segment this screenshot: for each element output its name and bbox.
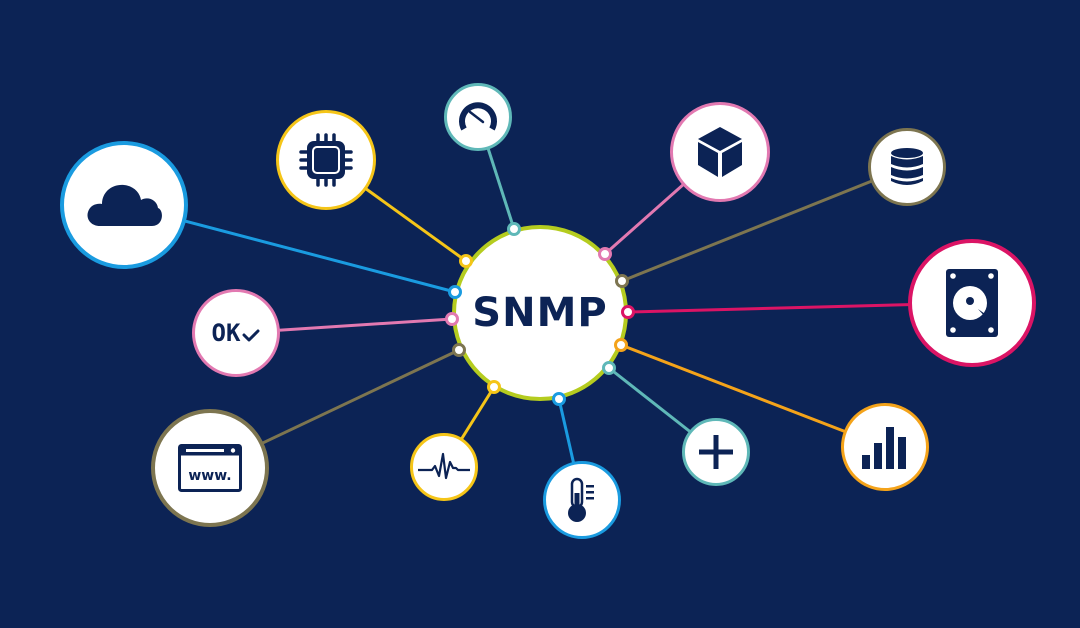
cloud-icon [87, 184, 162, 226]
browser-www-icon: www. [178, 444, 242, 492]
connector-barchart [620, 343, 886, 449]
ok-check-icon: OK [212, 319, 261, 347]
node-cloud [60, 141, 188, 269]
bar-chart-icon [862, 427, 906, 469]
node-ok: OK [192, 289, 280, 377]
node-database [868, 128, 946, 206]
node-cpu [276, 110, 376, 210]
speedometer-icon [459, 102, 497, 131]
node-thermometer [543, 461, 621, 539]
hub-label: SNMP [472, 290, 608, 336]
ok-text: OK [211, 319, 241, 347]
node-package [670, 102, 770, 202]
database-icon [891, 148, 923, 185]
node-barchart [841, 403, 929, 491]
connector-database [621, 165, 908, 283]
node-website: www. [151, 409, 269, 527]
plus-icon [699, 435, 733, 469]
node-harddrive [908, 239, 1036, 367]
www-text: www. [188, 468, 231, 484]
cpu-chip-icon [299, 133, 353, 187]
package-box-icon [698, 127, 742, 177]
snmp-hub: SNMP [452, 225, 628, 401]
thermometer-icon [568, 477, 594, 522]
node-pulse [410, 433, 478, 501]
heartbeat-pulse-icon [418, 452, 470, 480]
hard-drive-icon [946, 269, 998, 337]
node-plus [682, 418, 750, 486]
checkmark-icon [242, 329, 260, 342]
node-speedometer [444, 83, 512, 151]
